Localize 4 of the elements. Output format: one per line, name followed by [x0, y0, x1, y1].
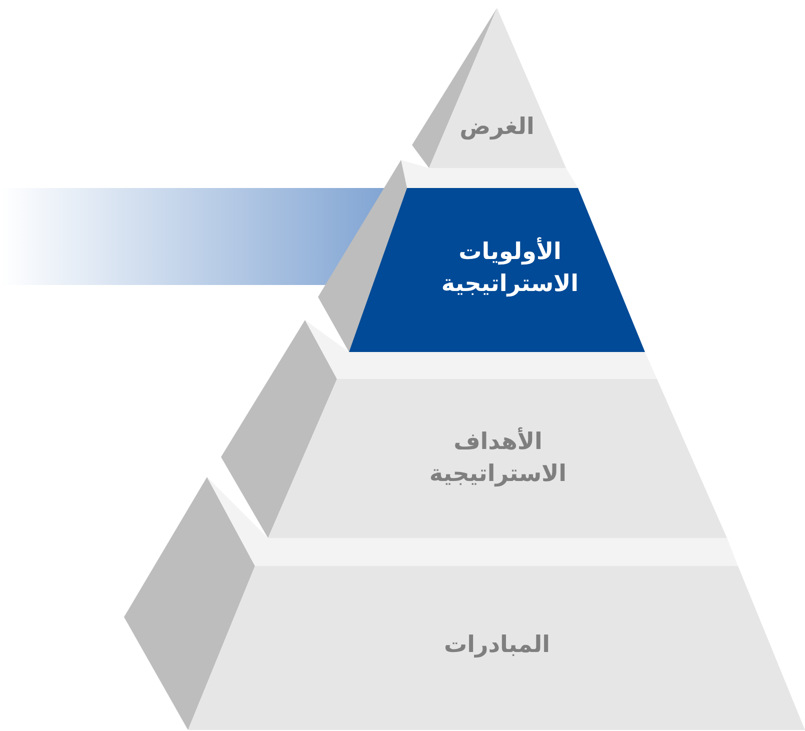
layer-label: الأهداف الاستراتيجية	[428, 426, 568, 489]
layer-label: المبادرات	[442, 631, 551, 660]
layer-label: الأولويات الاستراتيجية	[440, 236, 580, 299]
layer-label: الغرض	[458, 113, 536, 142]
